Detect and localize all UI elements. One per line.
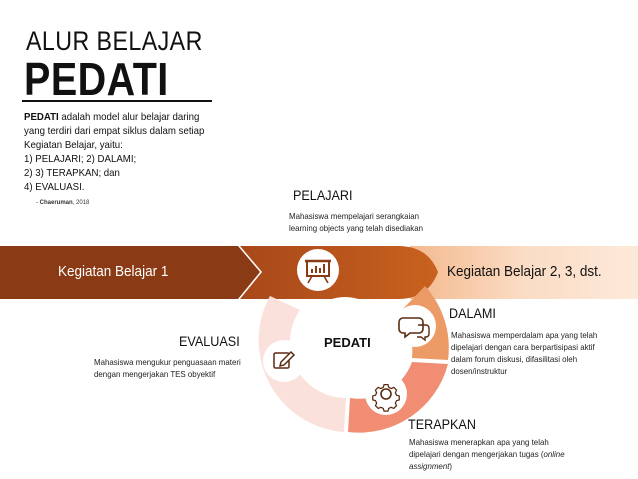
stage-desc-line: dipelajari dengan cara berpartisipasi ak… <box>451 342 595 352</box>
citation-year: , 2018 <box>72 200 90 206</box>
intro-paragraph: PEDATI adalah model alur belajar daring … <box>24 110 217 194</box>
band-left <box>0 246 260 299</box>
stage-desc-line: Mahasiswa memperdalam apa yang telah <box>451 330 598 340</box>
intro-line-1: adalah model alur belajar daring <box>58 111 200 123</box>
intro-term: PEDATI <box>24 111 59 123</box>
band-label-right: Kegiatan Belajar 2, 3, dst. <box>447 263 602 280</box>
edit-pencil-icon <box>263 340 305 382</box>
stage-desc-line: dosen/instruktur <box>451 366 508 376</box>
gear-icon <box>365 373 407 415</box>
stage-title-terapkan: TERAPKAN <box>408 416 476 432</box>
stage-desc-pelajari: Mahasiswa mempelajari serangkaian learni… <box>289 210 423 234</box>
stage-desc-italic: online <box>543 449 565 459</box>
presentation-board-icon <box>297 249 339 291</box>
band-right <box>410 246 638 299</box>
citation-dash: - <box>36 200 40 206</box>
stage-desc-line: Mahasiswa mengukur penguasaan materi <box>94 357 241 367</box>
center-label: PEDATI <box>324 335 371 350</box>
band-middle-pelajari <box>240 246 438 299</box>
intro-line-5: 2) 3) TERAPKAN; dan <box>24 167 120 179</box>
stage-title-dalami: DALAMI <box>449 305 496 321</box>
stage-desc-line: Mahasiswa menerapkan apa yang telah <box>409 437 549 447</box>
citation: - Chaeruman, 2018 <box>36 200 89 206</box>
stage-desc-line: Mahasiswa mempelajari serangkaian <box>289 211 420 221</box>
stage-title-pelajari: PELAJARI <box>293 187 353 203</box>
stage-desc-line: dalam forum diskusi, difasilitasi oleh <box>451 354 578 364</box>
band-label-left: Kegiatan Belajar 1 <box>58 263 169 280</box>
title-line-2: PEDATI <box>24 53 169 105</box>
intro-line-2: yang terdiri dari empat siklus dalam set… <box>24 125 205 137</box>
ring-segment-evaluasi <box>258 296 346 432</box>
stage-desc-text: ) <box>449 461 453 471</box>
stage-desc-italic: assignment <box>409 461 450 471</box>
intro-line-3: Kegiatan Belajar, yaitu: <box>24 139 123 151</box>
stage-desc-line: dengan mengerjakan TES obyektif <box>94 369 216 379</box>
stage-desc-text: dipelajari dengan mengerjakan tugas ( <box>409 449 544 459</box>
intro-line-4: 1) PELAJARI; 2) DALAMI; <box>24 153 137 165</box>
center-circle <box>300 297 390 387</box>
stage-title-evaluasi: EVALUASI <box>179 333 240 349</box>
title-divider <box>22 100 212 102</box>
intro-line-6: 4) EVALUASI. <box>24 181 85 193</box>
title-line-1: ALUR BELAJAR <box>26 26 203 56</box>
stage-desc-terapkan: Mahasiswa menerapkan apa yang telah dipe… <box>409 436 565 472</box>
stage-desc-line: learning objects yang telah disediakan <box>289 223 424 233</box>
stage-desc-dalami: Mahasiswa memperdalam apa yang telah dip… <box>451 329 597 377</box>
citation-author: Chaeruman <box>39 200 73 206</box>
stage-desc-evaluasi: Mahasiswa mengukur penguasaan materi den… <box>94 356 241 380</box>
chat-bubbles-icon <box>394 305 436 347</box>
